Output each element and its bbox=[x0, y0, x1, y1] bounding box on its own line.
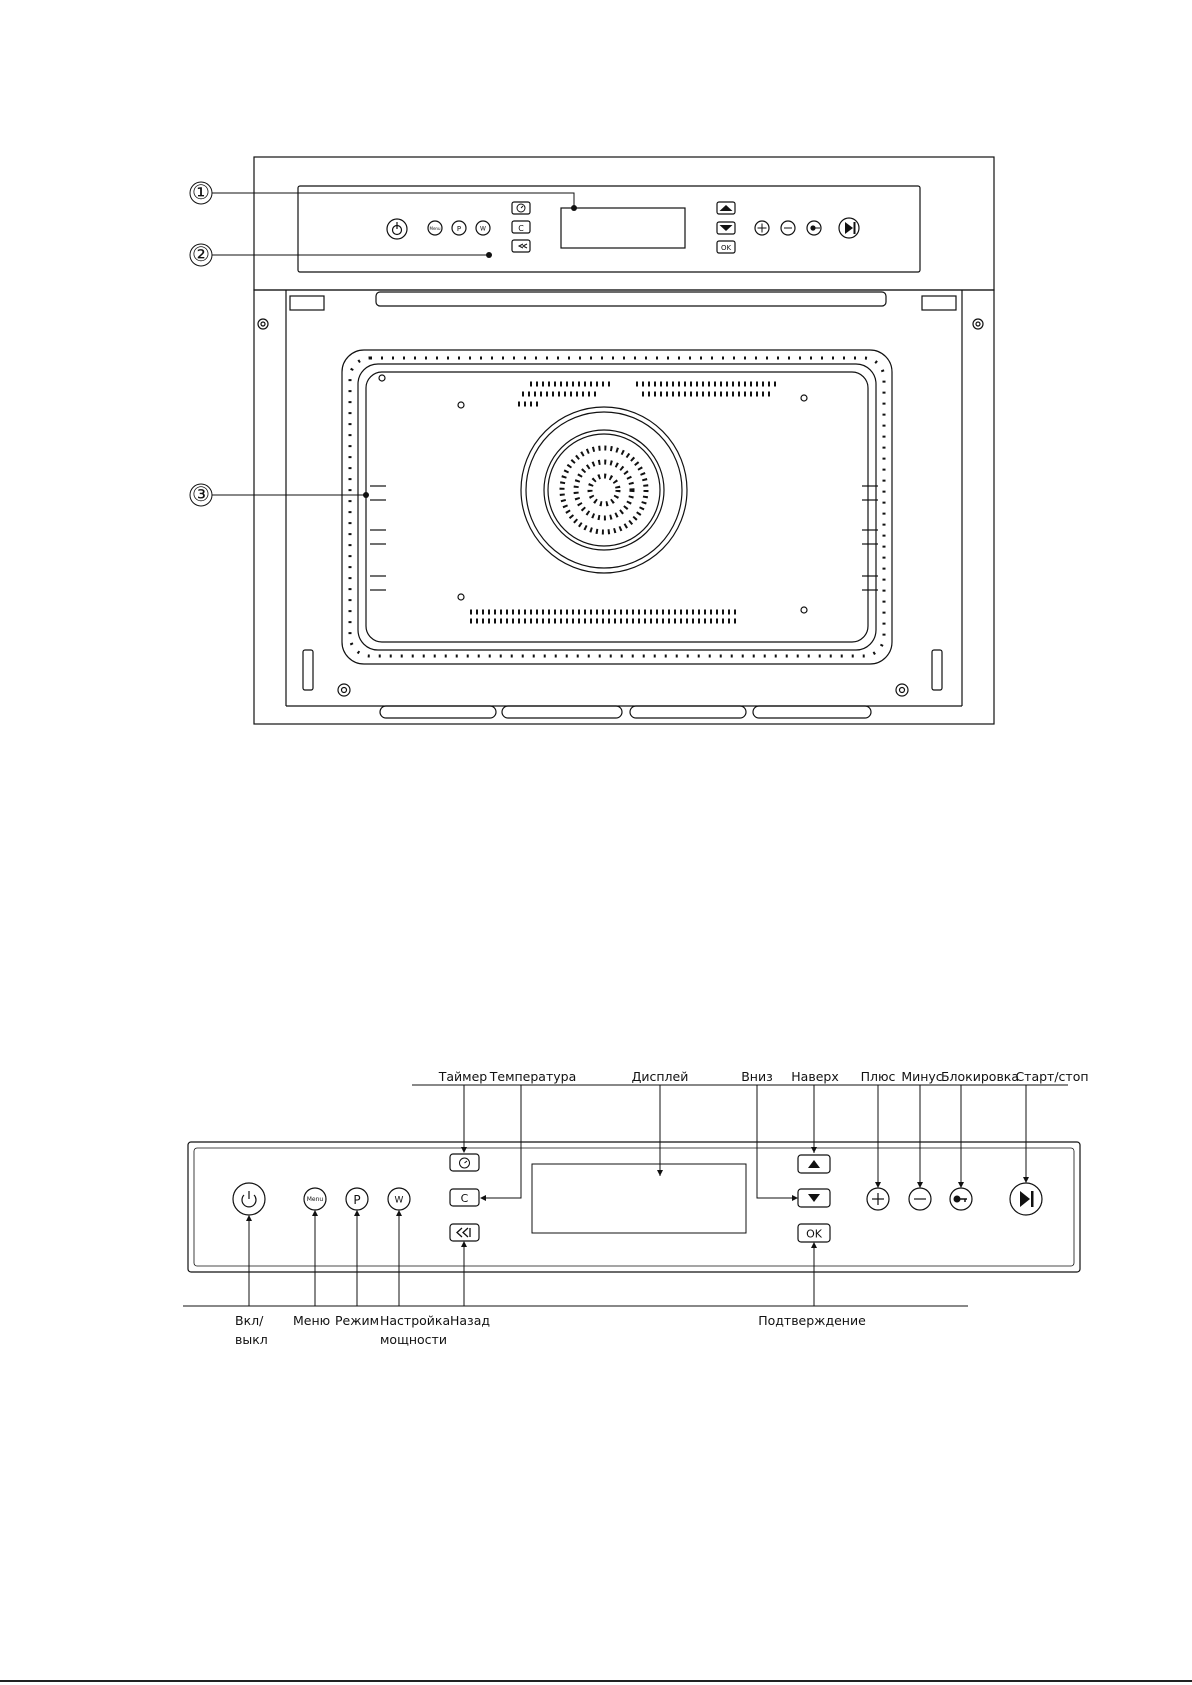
oven-menu-label: Menu bbox=[430, 226, 441, 231]
label-confirm: Подтверждение bbox=[758, 1313, 866, 1328]
minus-button bbox=[909, 1188, 931, 1210]
label-up: Наверх bbox=[791, 1069, 838, 1084]
label-power-line2: выкл bbox=[235, 1332, 268, 1347]
plus-button bbox=[867, 1188, 889, 1210]
oven-cavity bbox=[358, 364, 876, 650]
callout-2-number: ② bbox=[192, 242, 210, 266]
oven-ok-label: OK bbox=[721, 244, 732, 252]
label-plus: Плюс bbox=[861, 1069, 896, 1084]
label-lock: Блокировка bbox=[941, 1069, 1019, 1084]
oven-front-drawing bbox=[254, 157, 994, 724]
ok-button-label: OK bbox=[806, 1228, 823, 1241]
start-stop-button bbox=[1010, 1183, 1042, 1215]
label-temperature: Температура bbox=[489, 1069, 577, 1084]
oven-p-label: P bbox=[457, 225, 461, 233]
oven-back-button bbox=[512, 240, 530, 252]
power-button bbox=[233, 1183, 265, 1215]
callout-1-number: ① bbox=[192, 180, 210, 204]
callout-2: ② bbox=[190, 242, 492, 266]
label-start-stop: Старт/стоп bbox=[1015, 1069, 1088, 1084]
callout-1: ① bbox=[190, 180, 577, 211]
label-back: Назад bbox=[450, 1313, 490, 1328]
back-icon bbox=[457, 1228, 470, 1237]
label-timer: Таймер bbox=[438, 1069, 488, 1084]
oven-bottom-slot-4 bbox=[753, 706, 871, 718]
key-icon bbox=[954, 1196, 968, 1203]
label-menu: Меню bbox=[293, 1313, 330, 1328]
oven-bottom-slot-3 bbox=[630, 706, 746, 718]
label-power-setting-line2: мощности bbox=[380, 1332, 447, 1347]
oven-door-seal bbox=[342, 350, 892, 664]
oven-fan-outer bbox=[521, 407, 687, 573]
back-button bbox=[450, 1224, 479, 1241]
oven-right-hinge bbox=[922, 296, 956, 310]
p-button-label: P bbox=[353, 1193, 360, 1207]
label-minus: Минус bbox=[901, 1069, 942, 1084]
oven-bottom-slot-2 bbox=[502, 706, 622, 718]
panel-detail: Menu P W C OK bbox=[183, 1069, 1089, 1347]
lock-button bbox=[950, 1188, 972, 1210]
oven-right-latch bbox=[932, 650, 942, 690]
menu-button-label: Menu bbox=[307, 1196, 324, 1203]
c-button-label: C bbox=[461, 1192, 469, 1205]
timer-icon bbox=[460, 1158, 470, 1168]
oven-control-housing bbox=[254, 157, 994, 290]
label-down: Вниз bbox=[741, 1069, 773, 1084]
label-display: Дисплей bbox=[632, 1069, 689, 1084]
play-pause-icon bbox=[1020, 1191, 1034, 1207]
down-arrow-icon bbox=[808, 1194, 820, 1202]
oven-control-panel bbox=[298, 186, 920, 272]
label-power-setting-line1: Настройка bbox=[380, 1313, 450, 1328]
up-arrow-icon bbox=[808, 1160, 820, 1168]
oven-bottom-slot-1 bbox=[380, 706, 496, 718]
label-mode: Режим bbox=[335, 1313, 379, 1328]
label-power-line1: Вкл/ bbox=[235, 1313, 264, 1328]
panel-display bbox=[532, 1164, 746, 1233]
oven-c-label: C bbox=[518, 224, 524, 233]
page-bottom-rule bbox=[0, 1680, 1192, 1682]
w-button-label: W bbox=[395, 1196, 404, 1206]
oven-left-hinge bbox=[290, 296, 324, 310]
callout-3-number: ③ bbox=[192, 482, 210, 506]
oven-w-label: W bbox=[480, 226, 486, 233]
oven-left-latch bbox=[303, 650, 313, 690]
oven-display-window bbox=[561, 208, 685, 248]
oven-top-vent bbox=[376, 292, 886, 306]
oven-shelf-rails-left bbox=[370, 486, 386, 590]
